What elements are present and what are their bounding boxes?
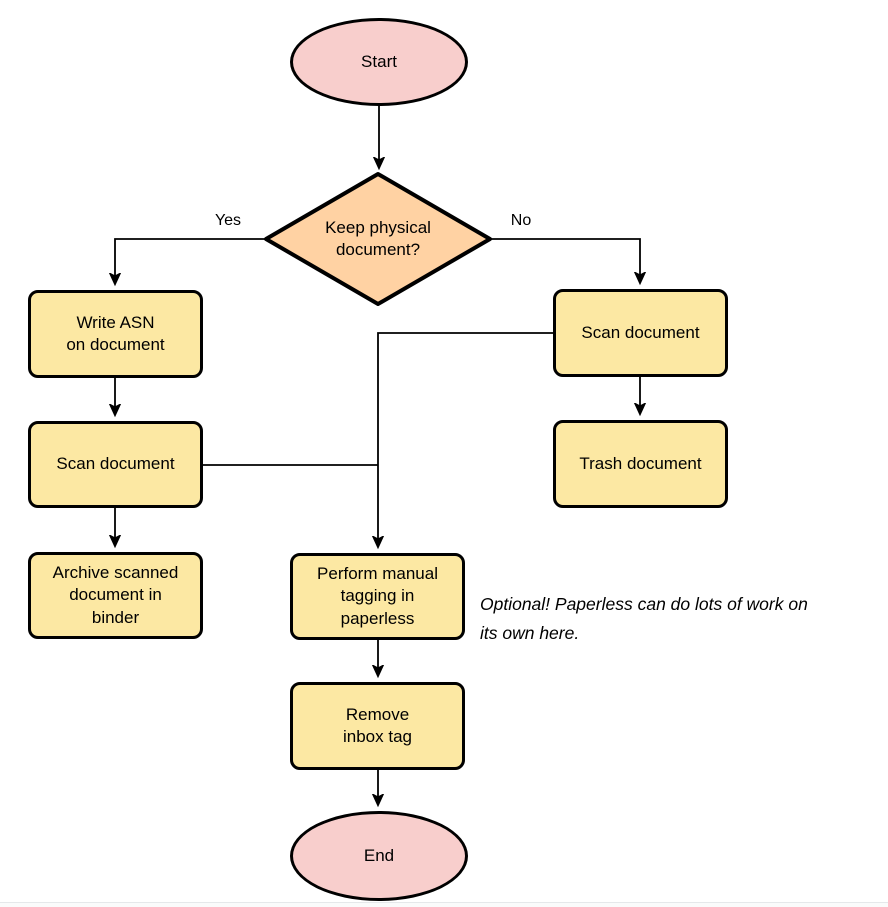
remove-inbox-tag-node: Remove inbox tag	[290, 682, 465, 770]
start-node: Start	[290, 18, 468, 106]
edge-label-no: No	[510, 212, 532, 229]
end-node: End	[290, 811, 468, 901]
scan-document-right-node: Scan document	[553, 289, 728, 377]
remove-inbox-tag-node-label: Remove inbox tag	[343, 704, 412, 746]
edge-decision-no-to-scan-right	[491, 238, 640, 283]
trash-document-node-label: Trash document	[579, 453, 702, 473]
edge-scan-right-to-tagging	[378, 332, 553, 547]
write-asn-node-label: Write ASN on document	[66, 312, 165, 354]
write-asn-node: Write ASN on document	[28, 290, 203, 378]
edge-label-yes: Yes	[214, 212, 242, 229]
page-bottom-divider	[0, 902, 888, 907]
scan-document-left-node-label: Scan document	[56, 454, 175, 474]
optional-annotation: Optional! Paperless can do lots of work …	[480, 594, 808, 644]
end-node-label: End	[363, 845, 395, 865]
scan-document-left-node: Scan document	[28, 421, 203, 508]
decision-node-shape	[264, 172, 492, 306]
manual-tagging-node: Perform manual tagging in paperless	[290, 553, 465, 640]
edge-decision-yes-to-write-asn	[115, 238, 265, 284]
decision-node-label: Keep physical document?	[325, 217, 431, 259]
archive-node-label: Archive scanned document in binder	[52, 562, 179, 627]
manual-tagging-node-label: Perform manual tagging in paperless	[317, 563, 438, 628]
trash-document-node: Trash document	[553, 420, 728, 508]
start-node-label: Start	[361, 51, 397, 71]
scan-document-right-node-label: Scan document	[581, 322, 700, 342]
archive-node: Archive scanned document in binder	[28, 552, 203, 639]
